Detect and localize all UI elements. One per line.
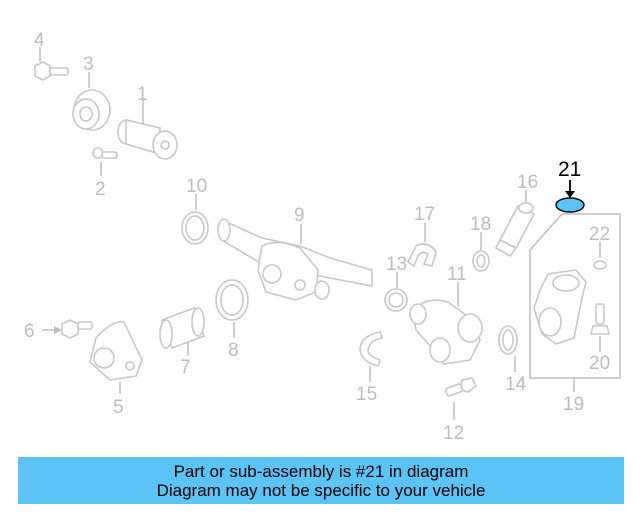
callout-20: 20: [589, 353, 610, 374]
callout-8: 8: [228, 340, 239, 361]
info-banner: Part or sub-assembly is #21 in diagram D…: [18, 457, 624, 504]
part-18-oring: 18: [470, 214, 491, 272]
callout-6: 6: [24, 321, 35, 342]
part-10-oring: 10: [181, 176, 209, 245]
callout-2: 2: [95, 179, 106, 200]
part-13-oring: 13: [384, 254, 408, 312]
callout-18: 18: [470, 214, 491, 235]
part-4-bolt: 4: [34, 30, 69, 81]
part-15-circlip: 15: [356, 331, 384, 405]
part-2-bolt: 2: [92, 147, 118, 200]
part-12-bolt: 12: [443, 377, 478, 444]
part-14-oring: 14: [498, 325, 527, 395]
part-22-washer: 22: [589, 224, 610, 270]
callout-15: 15: [356, 384, 377, 405]
gasket-21-highlight[interactable]: [555, 197, 585, 213]
callout-19: 19: [563, 394, 584, 415]
callout-9: 9: [294, 205, 305, 226]
part-19-assembly: 19: [529, 213, 621, 415]
part-1-pump: 1: [117, 84, 178, 160]
parts-diagram: 4 3 1 2 10 9: [24, 30, 621, 444]
part-21-gasket-highlighted[interactable]: 21: [555, 158, 585, 213]
callout-14: 14: [505, 374, 527, 395]
callout-7: 7: [180, 357, 191, 378]
callout-3: 3: [83, 54, 94, 75]
callout-11: 11: [447, 264, 467, 285]
part-16-sensor: 16: [494, 172, 538, 258]
callout-1: 1: [137, 84, 148, 105]
part-8-gasket: 8: [215, 279, 249, 361]
part-17-clip: 17: [406, 204, 437, 268]
part-5-housing: 5: [89, 321, 143, 418]
callout-16: 16: [517, 172, 538, 193]
part-6-bolt: 6: [24, 319, 93, 342]
part-20-bolt: 20: [589, 303, 610, 374]
callout-13: 13: [386, 254, 407, 275]
part-7-cylinder: 7: [159, 306, 206, 378]
callout-4: 4: [34, 30, 45, 51]
callout-10: 10: [186, 176, 207, 197]
callout-5: 5: [113, 397, 124, 418]
banner-line-1: Part or sub-assembly is #21 in diagram: [173, 461, 469, 481]
banner-line-2: Diagram may not be specific to your vehi…: [156, 480, 486, 500]
part-11-housing: 11: [409, 264, 483, 365]
part-9-water-pipe: 9: [217, 205, 373, 301]
part-3-pulley: 3: [72, 54, 111, 131]
callout-17: 17: [414, 204, 435, 225]
callout-21: 21: [558, 158, 581, 181]
callout-12: 12: [443, 423, 464, 444]
callout-22: 22: [589, 224, 610, 245]
